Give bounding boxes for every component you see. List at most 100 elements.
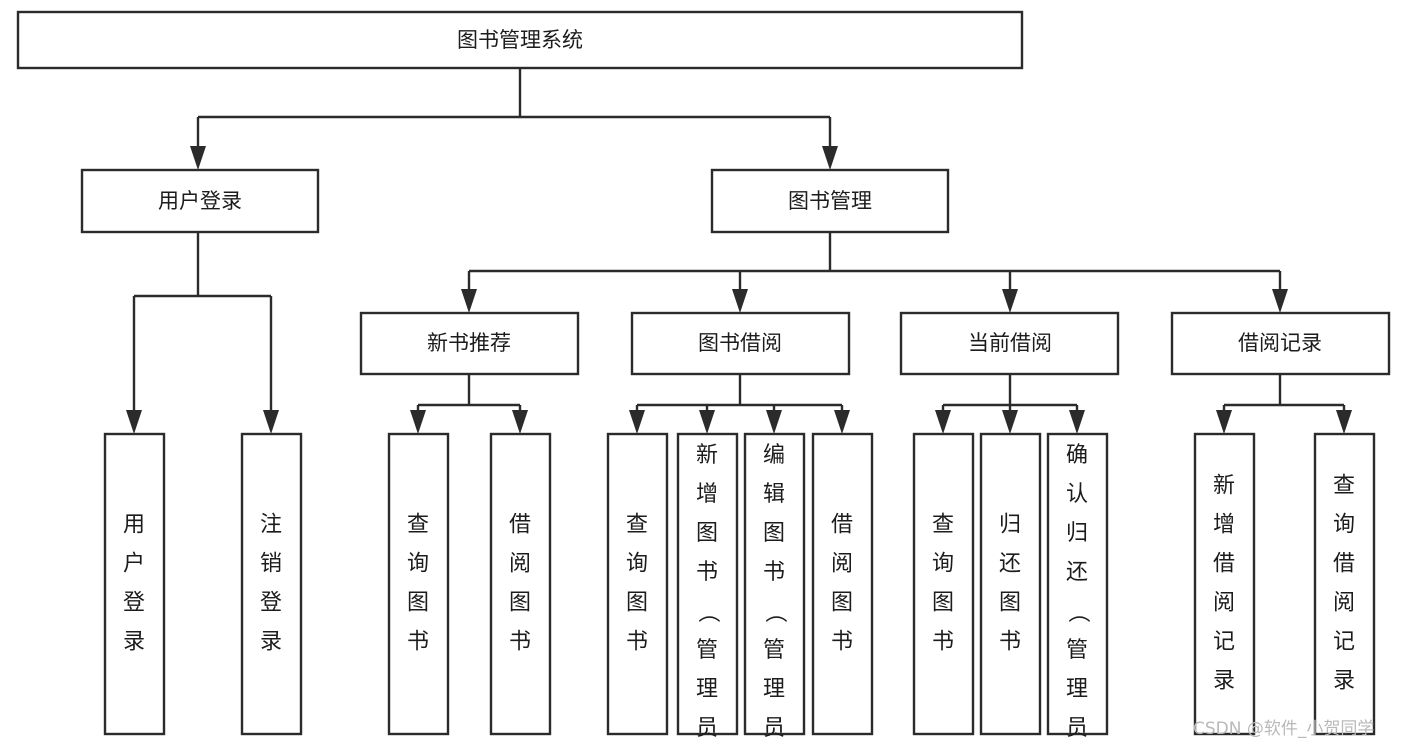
leaf-node-current-confirm-box[interactable]: [1046, 432, 1109, 736]
node-new-book-recommend[interactable]: 新书推荐: [359, 311, 580, 376]
node-book-manage-label: 图书管理: [788, 189, 872, 213]
leaf-node-borrow-do-box[interactable]: [811, 432, 874, 736]
leaf-node-user-login[interactable]: 用户登录: [103, 432, 166, 736]
arrow-head-new-book: [461, 289, 477, 313]
vertical-char: 归: [999, 513, 1021, 538]
vertical-char: 图: [932, 591, 954, 616]
vertical-char: 借: [1213, 552, 1235, 577]
csdn-watermark: CSDN @软件_小贺同学: [1193, 719, 1374, 739]
vertical-char: 阅: [509, 552, 531, 577]
node-book-borrow[interactable]: 图书借阅: [630, 311, 851, 376]
leaf-node-borrow-edit-box[interactable]: [743, 432, 806, 736]
vertical-char: 图: [626, 591, 648, 616]
vertical-char: 图: [831, 591, 853, 616]
leaf-node-newbook-query-box[interactable]: [387, 432, 450, 736]
leaf-node-newbook-borrow-box[interactable]: [489, 432, 552, 736]
vertical-char: 理: [696, 677, 718, 702]
vertical-char: 查: [932, 513, 954, 538]
node-new-book-recommend-box[interactable]: [359, 311, 580, 376]
node-book-borrow-box[interactable]: [630, 311, 851, 376]
node-root-system-label: 图书管理系统: [457, 28, 583, 52]
leaf-node-user-login-box[interactable]: [103, 432, 166, 736]
vertical-char: 管: [1066, 638, 1088, 663]
vertical-char: 询: [1333, 513, 1355, 538]
vertical-char: （: [1065, 601, 1090, 623]
arrow-head-newbook-leaf-1: [410, 410, 426, 434]
vertical-char: 员: [1066, 716, 1088, 741]
vertical-char: 录: [1333, 669, 1355, 694]
vertical-char: 借: [831, 513, 853, 538]
node-book-manage[interactable]: 图书管理: [710, 168, 950, 234]
vertical-char: 理: [1066, 677, 1088, 702]
node-root-system[interactable]: 图书管理系统: [16, 10, 1024, 70]
vertical-char: 图: [407, 591, 429, 616]
node-user-login-box[interactable]: [80, 168, 320, 234]
vertical-char: 书: [626, 630, 648, 655]
vertical-char: 书: [509, 630, 531, 655]
leaf-node-user-login-label: 用户登录: [123, 513, 145, 655]
vertical-char: 认: [1066, 482, 1088, 507]
leaf-node-logout-box[interactable]: [240, 432, 303, 736]
arrow-head-leaf-user-login: [126, 410, 142, 434]
arrow-head-current-leaf-1: [935, 410, 951, 434]
vertical-char: 增: [1213, 513, 1235, 538]
arrow-head-borrow-leaf-4: [834, 410, 850, 434]
connector-group-newbook-to-leaves: [410, 374, 528, 434]
connector-group-borrow-to-leaves: [629, 374, 850, 434]
leaf-node-borrow-add-box[interactable]: [676, 432, 739, 736]
vertical-char: 辑: [763, 482, 785, 507]
leaf-node-record-query-box[interactable]: [1313, 432, 1376, 736]
leaf-node-record-add-box[interactable]: [1193, 432, 1256, 736]
vertical-char: 借: [509, 513, 531, 538]
vertical-char: 书: [696, 560, 718, 585]
node-current-borrow[interactable]: 当前借阅: [899, 311, 1120, 376]
node-root-system-box[interactable]: [16, 10, 1024, 70]
vertical-char: 用: [123, 513, 145, 538]
vertical-char: （: [762, 601, 787, 623]
connector-group-record-to-leaves: [1216, 374, 1352, 434]
leaf-node-current-return-box[interactable]: [979, 432, 1042, 736]
connector-group-current-to-leaves: [935, 374, 1085, 434]
vertical-char: 注: [260, 513, 282, 538]
vertical-char: 阅: [1333, 591, 1355, 616]
vertical-char: 归: [1066, 521, 1088, 546]
connector-group-bookmanage-to-level2: [461, 232, 1288, 313]
node-borrow-record[interactable]: 借阅记录: [1170, 311, 1391, 376]
leaf-node-current-query-box[interactable]: [912, 432, 975, 736]
vertical-char: 销: [260, 552, 282, 577]
vertical-char: 书: [999, 630, 1021, 655]
node-user-login[interactable]: 用户登录: [80, 168, 320, 234]
vertical-char: 还: [1066, 560, 1088, 585]
vertical-char: 阅: [1213, 591, 1235, 616]
node-book-manage-box[interactable]: [710, 168, 950, 234]
connector-group-userlogin-to-leaves: [126, 232, 279, 434]
arrow-head-borrow-record: [1272, 289, 1288, 313]
vertical-char: 录: [260, 630, 282, 655]
leaf-node-borrow-query-box[interactable]: [606, 432, 669, 736]
vertical-char: 记: [1213, 630, 1235, 655]
node-borrow-record-box[interactable]: [1170, 311, 1391, 376]
vertical-char: 查: [1333, 474, 1355, 499]
vertical-char: 管: [696, 638, 718, 663]
node-current-borrow-box[interactable]: [899, 311, 1120, 376]
